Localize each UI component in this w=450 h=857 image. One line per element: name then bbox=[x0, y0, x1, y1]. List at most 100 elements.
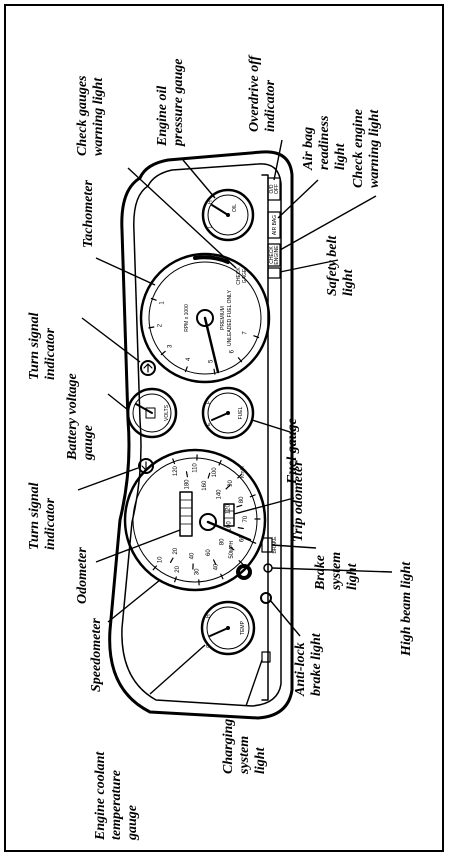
coolant-temperature-gauge: TEMP C H bbox=[200, 600, 256, 656]
svg-text:Anti-lock: Anti-lock bbox=[293, 642, 308, 697]
label-engine-coolant-temperature-gauge: Engine coolant temperature gauge bbox=[93, 751, 140, 841]
label-overdrive-off-indicator: Overdrive off indicator bbox=[247, 54, 278, 132]
air-bag-text: AIR BAG bbox=[272, 215, 278, 235]
svg-text:temperature: temperature bbox=[109, 770, 124, 840]
speedometer-mph-tick-label-mark bbox=[218, 459, 222, 466]
speedometer-kmh-tick-label: 180 bbox=[185, 479, 191, 490]
speedometer-mph-tick-label: 60 bbox=[240, 535, 246, 542]
callout-labels: Engine oil pressure gauge Check gauges w… bbox=[27, 54, 414, 841]
temp-cold: C bbox=[206, 644, 212, 648]
tach-unleaded: UNLEADED FUEL ONLY bbox=[227, 289, 233, 346]
svg-text:light: light bbox=[345, 562, 360, 590]
svg-text:Turn signal: Turn signal bbox=[27, 312, 42, 380]
speedometer-mph-tick-label: 110 bbox=[193, 463, 199, 473]
svg-text:Charging: Charging bbox=[221, 719, 236, 774]
temp-label: TEMP bbox=[240, 620, 246, 635]
svg-text:Trip odometer: Trip odometer bbox=[291, 460, 306, 542]
svg-text:High beam light: High beam light bbox=[399, 561, 414, 657]
speedometer-mph-tick-label: 10 bbox=[158, 556, 164, 563]
tachometer-tick-label-mark bbox=[237, 357, 243, 363]
turn-signal-lower-lamp bbox=[138, 458, 154, 474]
label-engine-oil-pressure-gauge: Engine oil pressure gauge bbox=[155, 58, 186, 147]
od-off-line1: O/D bbox=[269, 184, 275, 193]
check-gage-line1: CHECK bbox=[236, 267, 242, 285]
temp-hot: H bbox=[206, 614, 212, 618]
anti-lock-lamp bbox=[260, 592, 272, 604]
svg-text:Engine oil: Engine oil bbox=[155, 86, 170, 147]
fuel-label: FUEL bbox=[238, 406, 244, 419]
tachometer-tick-label-mark bbox=[148, 326, 155, 329]
speedometer-kmh-tick-label: 20 bbox=[173, 547, 179, 554]
speedometer-kmh-tick-label: 60 bbox=[206, 549, 212, 556]
speedometer-kmh-tick-label: 40 bbox=[189, 552, 195, 559]
speedometer-mph-tick-label: 70 bbox=[243, 515, 249, 522]
speedometer-kmh-tick-label: 120 bbox=[225, 504, 231, 515]
svg-text:warning light: warning light bbox=[367, 109, 382, 188]
speedometer-kmh-tick-label: 80 bbox=[220, 538, 226, 545]
check-engine-lamp bbox=[267, 243, 281, 267]
check-engine-line1: CHECK bbox=[269, 246, 275, 264]
svg-text:Engine coolant: Engine coolant bbox=[93, 751, 108, 841]
speedometer-kmh-tick-label-mark bbox=[185, 471, 188, 478]
label-tachometer: Tachometer bbox=[81, 180, 96, 248]
speedometer-kmh-tick-label-mark bbox=[207, 472, 211, 479]
tach-units: RPM x 1000 bbox=[184, 304, 190, 332]
trip-reset-knob bbox=[236, 564, 252, 580]
svg-text:Check engine: Check engine bbox=[351, 109, 366, 188]
leader-lines bbox=[77, 139, 393, 707]
speedometer-mph-tick-label-mark bbox=[172, 458, 176, 465]
tachometer-tick-label: 7 bbox=[242, 331, 248, 335]
speedometer-mph-tick-label: 50 bbox=[229, 551, 235, 558]
svg-text:light: light bbox=[341, 268, 356, 296]
od-off-line2: OFF bbox=[274, 184, 280, 194]
label-turn-signal-indicator-lower: Turn signal indicator bbox=[27, 482, 58, 550]
speed-units-kmh: Km/h bbox=[240, 466, 246, 478]
speedometer-mph-tick-label: 30 bbox=[194, 568, 200, 575]
svg-text:light: light bbox=[253, 746, 268, 774]
tachometer-tick-label: 3 bbox=[167, 344, 173, 348]
svg-text:Air bag: Air bag bbox=[301, 127, 316, 171]
speedometer-mph-tick-label: 120 bbox=[173, 465, 179, 476]
speedometer-mph-tick-label: 90 bbox=[228, 480, 234, 487]
turn-signal-upper-arrow-icon bbox=[143, 363, 153, 373]
label-high-beam-light: High beam light bbox=[399, 561, 414, 657]
speedometer-mph-tick-label: 40 bbox=[213, 563, 219, 570]
label-anti-lock-brake-light: Anti-lock brake light bbox=[293, 632, 324, 697]
safety-belt-lamp bbox=[267, 267, 281, 279]
indicator-strip: O/D OFF AIR BAG CHECK ENGINE BRAKE bbox=[260, 177, 281, 663]
oil-pressure-gauge: OIL L H bbox=[201, 188, 255, 242]
svg-text:Overdrive off: Overdrive off bbox=[247, 54, 262, 132]
speedometer-kmh-tick-label-mark bbox=[169, 557, 174, 564]
tachometer-tick-label-mark bbox=[184, 366, 188, 373]
trip-odometer-window bbox=[223, 503, 235, 527]
speedometer-kmh-tick-label-mark bbox=[237, 526, 244, 530]
svg-text:light: light bbox=[333, 142, 348, 170]
fuel-full: F bbox=[206, 401, 212, 404]
speedometer-mph-tick-label-mark bbox=[152, 565, 157, 571]
svg-text:Check gauges: Check gauges bbox=[75, 75, 90, 156]
svg-text:Safety belt: Safety belt bbox=[325, 235, 340, 296]
tach-premium: PREMIUM bbox=[220, 306, 226, 330]
volts-label: VOLTS bbox=[164, 404, 170, 421]
label-brake-system-light: Brake system light bbox=[313, 552, 360, 591]
label-fuel-gauge: Fuel gauge bbox=[285, 418, 300, 485]
label-check-gauges-warning-light: Check gauges warning light bbox=[75, 75, 106, 156]
speedometer-mph-tick-label-mark bbox=[238, 560, 244, 565]
speedometer-kmh-tick-label: 140 bbox=[217, 489, 223, 500]
tachometer-tick-label: 2 bbox=[158, 323, 164, 327]
svg-text:system: system bbox=[329, 552, 344, 591]
figure-border bbox=[4, 4, 444, 852]
fuel-gauge-dial: FUEL E F bbox=[201, 386, 255, 440]
svg-text:Turn signal: Turn signal bbox=[27, 482, 42, 550]
battery-voltage-gauge: VOLTS bbox=[126, 387, 178, 439]
panel-outer-housing bbox=[108, 150, 294, 720]
label-trip-odometer: Trip odometer bbox=[291, 460, 306, 542]
turn-signal-upper-lamp bbox=[140, 360, 156, 376]
charging-lamp bbox=[261, 651, 271, 663]
panel-lower-strip bbox=[261, 174, 269, 701]
speedometer-kmh-tick-label: 160 bbox=[202, 480, 208, 491]
label-battery-voltage-gauge: Battery voltage gauge bbox=[65, 373, 96, 461]
